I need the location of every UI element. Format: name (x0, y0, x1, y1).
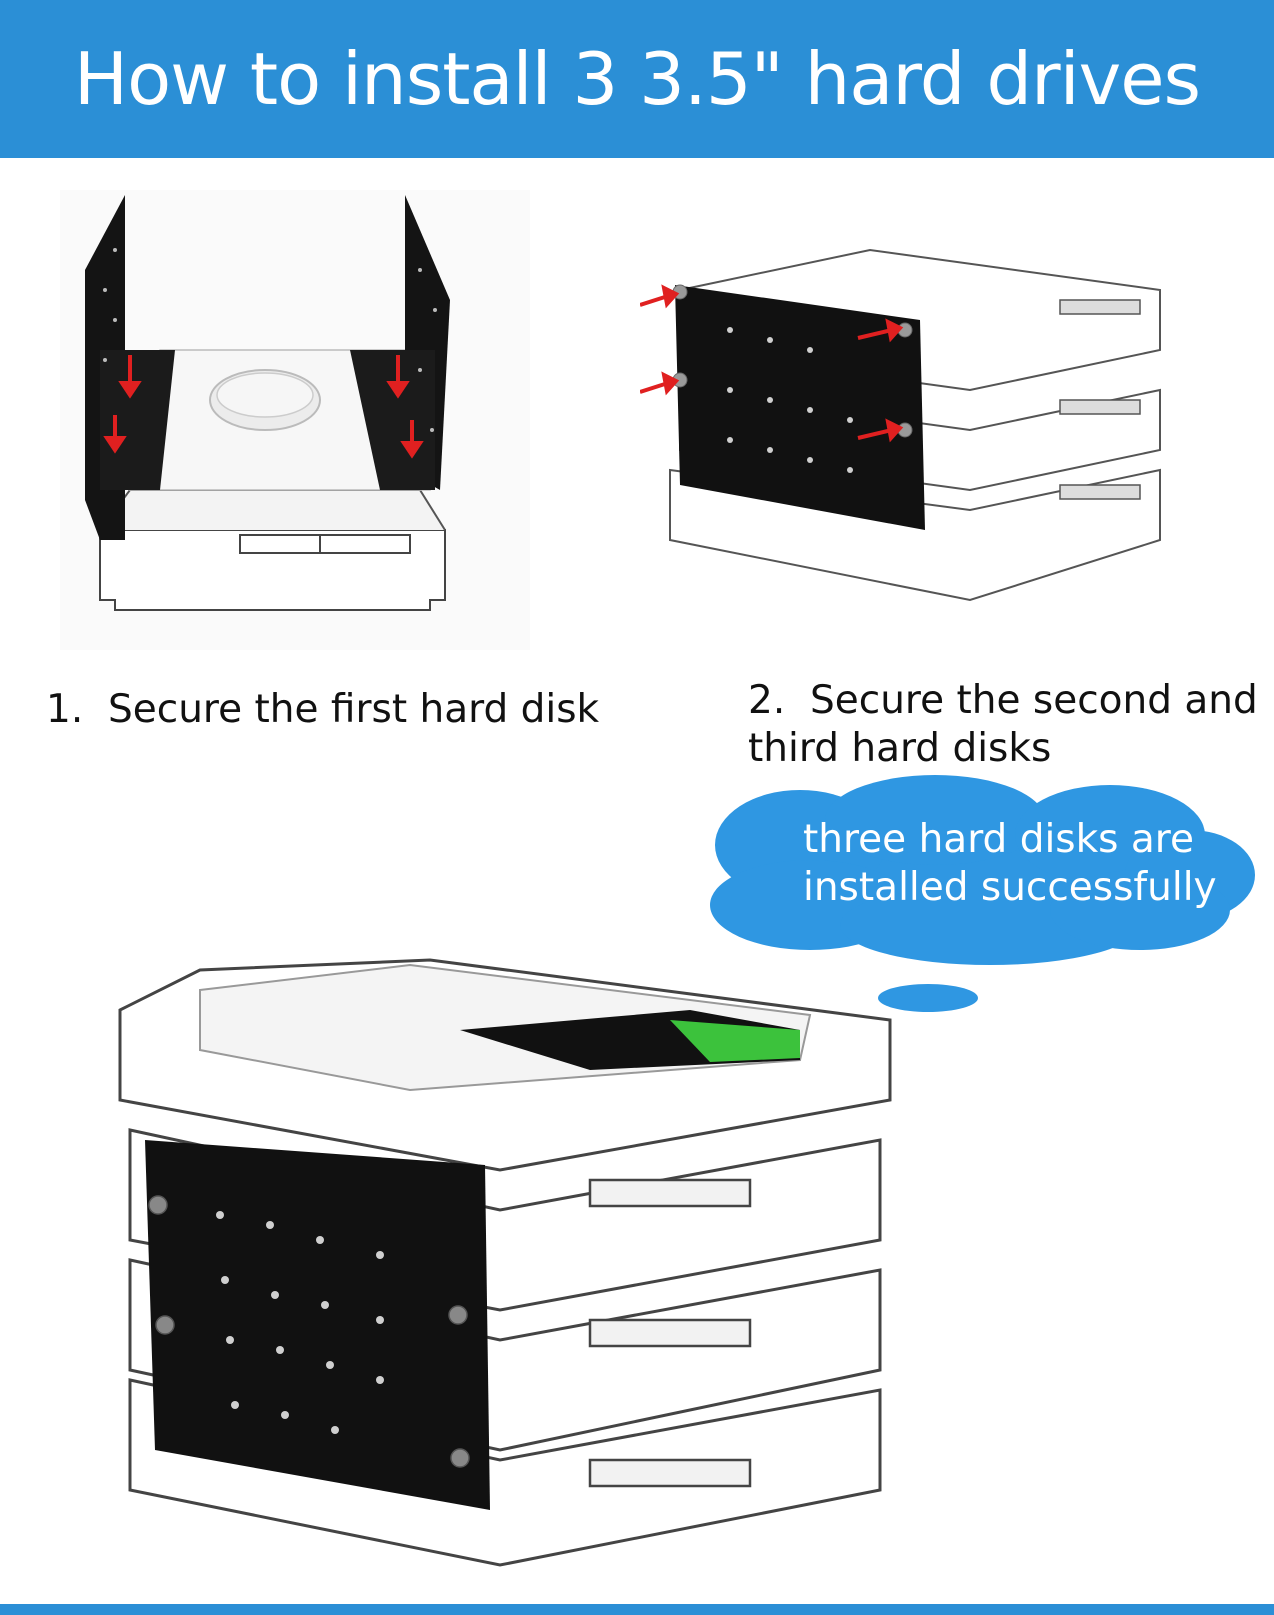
step1-number: 1. (46, 687, 84, 732)
page-title: How to install 3 3.5" hard drives (73, 37, 1201, 121)
step1-text: Secure the first hard disk (108, 687, 600, 732)
step2-text-line1: Secure the second and (810, 678, 1258, 723)
callout-line2: installed successfully (803, 865, 1217, 910)
step1-label: 1. Secure the first hard disk (46, 686, 599, 734)
header-banner: How to install 3 3.5" hard drives (0, 0, 1274, 158)
step2-illustration (640, 248, 1161, 602)
thought-cloud (710, 775, 1255, 1045)
callout-line1: three hard disks are (803, 817, 1194, 862)
footer-bar (0, 1604, 1274, 1615)
step1-illustration (60, 190, 530, 650)
callout-text: three hard disks are installed successfu… (803, 816, 1223, 912)
step2-text-line2: third hard disks (748, 726, 1052, 771)
assembled-stack-illustration (118, 958, 892, 1567)
step2-number: 2. (748, 678, 786, 723)
step2-label: 2. Secure the second and third hard disk… (748, 677, 1258, 773)
